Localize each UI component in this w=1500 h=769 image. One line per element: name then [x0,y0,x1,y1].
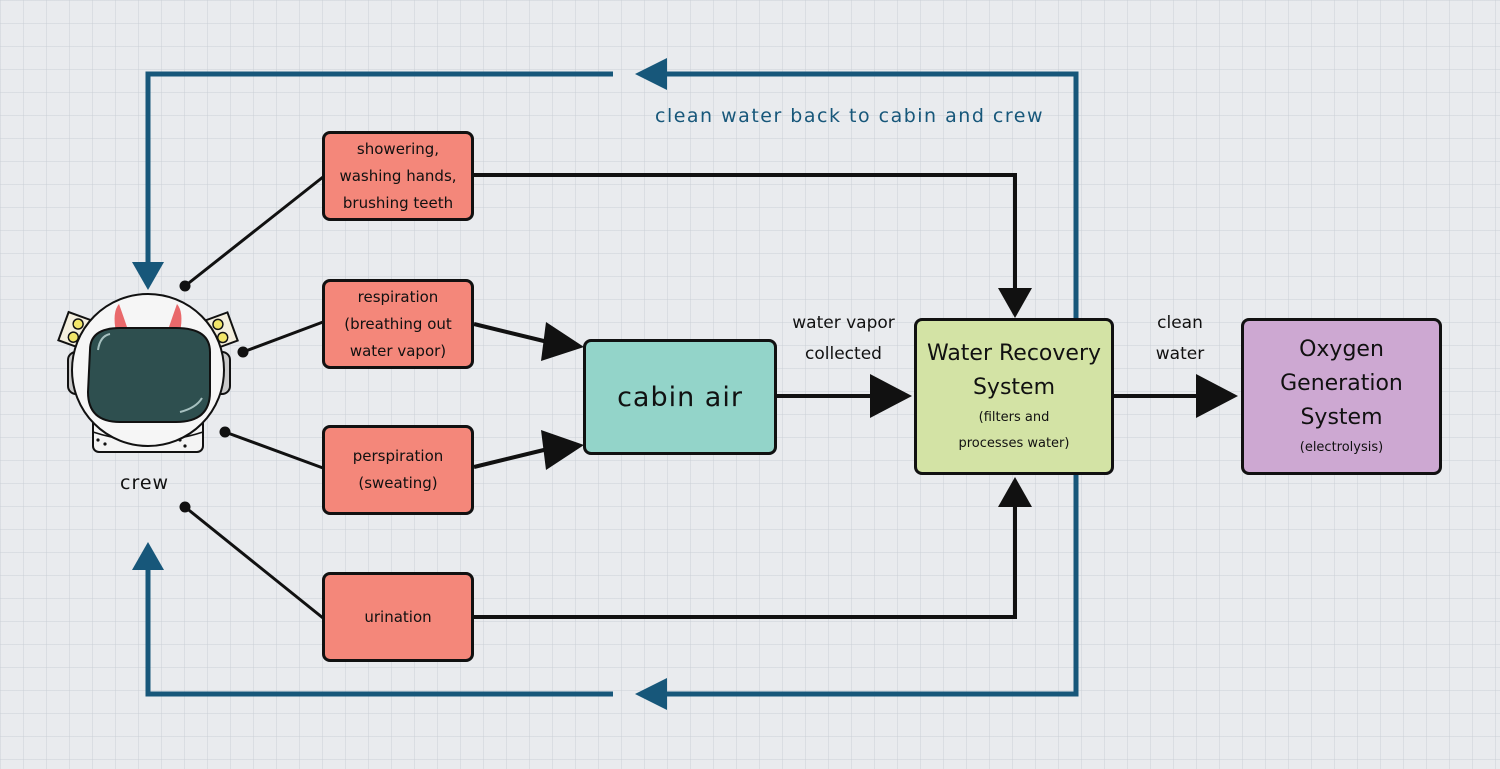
oxygen-title: Oxygen [1299,336,1384,362]
cabin-air-title: cabin air [617,381,743,413]
return-arrowheads [132,58,667,710]
water-recovery-title: Water Recovery [926,340,1102,366]
edge-label-line: water vapor [792,313,895,333]
arrowhead-crew-down [132,262,164,290]
arrowhead-perspiration [541,430,584,470]
source-line: perspiration [352,447,444,465]
source-perspiration[interactable]: perspiration (sweating) [322,425,474,515]
oxygen-generation-box[interactable]: Oxygen Generation System (electrolysis) [1241,318,1442,475]
arrowhead-urination [998,477,1032,507]
crew-link-dots [179,280,249,513]
source-respiration[interactable]: respiration (breathing out water vapor) [322,279,474,369]
oxygen-title: Generation [1280,370,1403,396]
oxygen-title: System [1300,404,1383,430]
water-recovery-subtitle: processes water) [958,435,1070,451]
crew-label: crew [120,472,170,494]
arrowhead-top-left [635,58,667,90]
source-line: showering, [356,139,440,158]
source-showering[interactable]: showering, washing hands, brushing teeth [322,131,474,221]
source-line: washing hands, [339,166,457,185]
edge-label-vapor: water vapor collected [776,308,911,370]
return-loop [145,71,1079,697]
loop-label: clean water back to cabin and crew [655,105,1044,127]
source-line: urination [364,607,432,626]
water-recovery-box[interactable]: Water Recovery System (filters and proce… [914,318,1114,475]
source-line: brushing teeth [342,193,454,212]
edge-label-line: collected [805,344,882,364]
arrowhead-clean-water [1196,374,1238,418]
source-line: respiration [357,287,439,306]
edge-label-line: clean [1157,313,1203,333]
edge-label-line: water [1155,344,1205,364]
astronaut-helmet-icon [57,293,239,453]
edge-label-clean: clean water [1130,308,1230,370]
source-line: water vapor) [349,341,447,360]
source-line: (breathing out [344,314,452,333]
flow-arrowheads [541,288,1238,507]
oxygen-subtitle: (electrolysis) [1299,439,1384,455]
water-recovery-subtitle: (filters and [978,409,1050,425]
arrowhead-crew-up [132,542,164,570]
arrowhead-showering [998,288,1032,318]
arrowhead-bottom-left [635,678,667,710]
arrowhead-vapor [870,374,912,418]
cabin-air-box[interactable]: cabin air [583,339,777,455]
crew-links [184,175,324,620]
arrowhead-respiration [541,322,584,361]
source-urination[interactable]: urination [322,572,474,662]
flow-links [473,173,1200,619]
water-recovery-title: System [972,374,1056,400]
source-line: (sweating) [358,474,438,492]
